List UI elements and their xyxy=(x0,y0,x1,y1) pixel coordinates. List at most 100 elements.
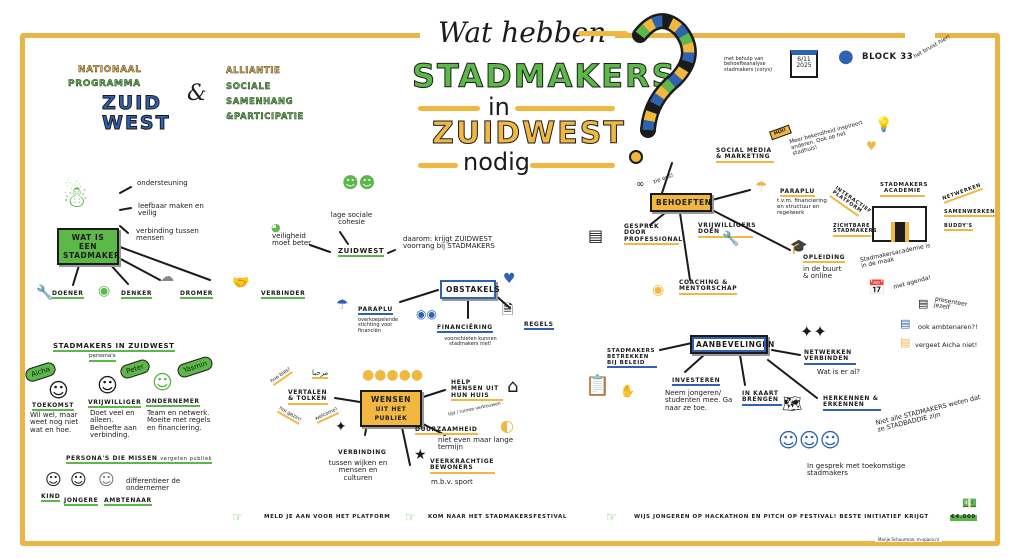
missing-title-text: PERSONA'S DIE MISSEN xyxy=(66,455,158,462)
missing-title: PERSONA'S DIE MISSEN vergeten publiek xyxy=(66,455,213,465)
statue-icon: ★ xyxy=(414,447,427,463)
wens-help-mensen: HELP MENSEN UIT HUN HUIS xyxy=(451,379,503,401)
type-dromer: DROMER xyxy=(180,290,213,300)
al-line1: ALLIANTIE xyxy=(226,66,281,76)
persona-ambtenaar-icon: ☺ xyxy=(98,470,115,489)
wens-veerkrachtige-text: m.b.v. sport xyxy=(431,478,473,486)
brain-icon: ◉ xyxy=(98,283,111,299)
greeting-2: مرحبا xyxy=(312,369,329,380)
wrench-icon: 🔧 xyxy=(36,285,54,301)
academie-right-3: BUDDY'S xyxy=(944,223,973,232)
missing-kind: KIND xyxy=(41,493,61,503)
network-icon: ✦✦ xyxy=(800,322,827,341)
behoefte-opleiding-text: in de buurt & online xyxy=(803,265,842,281)
al-line4: &PARTICIPATIE xyxy=(226,112,304,122)
handshake-icon: 🤝 xyxy=(232,275,250,291)
title-bar xyxy=(530,163,615,168)
umbrella-icon: ☂ xyxy=(755,179,768,195)
cta-2: KOM NAAR HET STADMAKERSFESTIVAL xyxy=(428,514,567,520)
obstakels-box: OBSTAKELS xyxy=(440,280,500,299)
aanbeveling-netwerken-text: Wat is er al? xyxy=(817,368,860,376)
persona-aicha-icon: ☺ xyxy=(48,378,69,402)
helmet-icon: ◕ xyxy=(271,221,281,234)
network-icon: ✦ xyxy=(335,419,347,435)
pointing-hand-icon: ☞ xyxy=(606,510,617,524)
al-line3: SAMENHANG xyxy=(226,97,294,107)
zuidwest-label: ZUIDWEST xyxy=(338,247,385,258)
location-pin-icon: ● xyxy=(838,46,854,67)
persona-role-toekomst: TOEKOMST xyxy=(32,402,74,412)
id-card-icon: ▤ xyxy=(900,317,911,330)
behoefte-opleiding: OPLEIDING xyxy=(803,254,846,264)
type-doener: DOENER xyxy=(52,290,84,300)
obstakel-financiering: FINANCIËRING xyxy=(437,324,493,334)
calendar-icon: 📅 xyxy=(868,280,886,296)
confused-person-icon: ☃ xyxy=(62,180,89,215)
academie-p2: ook ambtenaren?! xyxy=(918,323,978,331)
glasses-icon: ∞ xyxy=(636,179,645,190)
house-icon: ⌂ xyxy=(507,376,519,397)
differentieer: differentieer de ondernemer xyxy=(126,477,181,493)
academy-door-icon xyxy=(891,222,909,242)
veiligheid: veiligheid moet beter xyxy=(272,232,312,248)
clipboard-icon: 📋 xyxy=(585,373,610,397)
persona-jongere-icon: ☺ xyxy=(70,470,87,489)
obstakel-paraplu: PARAPLU xyxy=(358,306,393,316)
title-line2: STADMAKERS xyxy=(412,57,677,95)
document-icon: 🗎 xyxy=(502,302,514,318)
stadmaker-item-2: leefbaar maken en veilig xyxy=(138,202,204,218)
title-bar xyxy=(515,106,615,111)
heart-icon: ♥ xyxy=(866,139,877,153)
personas-subtitle: persona's xyxy=(89,353,116,362)
np-line1: NATIONAAL xyxy=(78,65,142,75)
people-icon: ☻☻ xyxy=(342,173,376,192)
academie-left-2: ZICHTBARE STADMAKERS xyxy=(833,223,877,237)
pointing-hand-icon: ☞ xyxy=(232,510,243,524)
calendar-icon: 6/11 2025 xyxy=(790,50,818,78)
persona-text-yasmin: Team en netwerk. Moeite met regels en fi… xyxy=(147,409,211,432)
academie-p3: vergeet Aicha niet! xyxy=(915,341,978,349)
aanbeveling-herkennen: HERKENNEN & ERKENNEN xyxy=(823,395,881,411)
missing-sub: vergeten publiek xyxy=(160,456,213,462)
daarom: daarom: krijgt ZUIDWEST voorrang bij STA… xyxy=(403,235,495,251)
behoefte-paraplu: PARAPLU xyxy=(780,188,815,198)
hands-icon: ✋ xyxy=(620,384,635,398)
aanbevelingen-box: AANBEVELINGEN xyxy=(690,335,774,354)
pointing-hand-icon: ☞ xyxy=(405,510,416,524)
academy-building-icon xyxy=(872,206,927,242)
aanbeveling-betrekken: STADMAKERS BETREKKEN BIJ BELEID xyxy=(607,348,657,369)
sunset-icon: ◐ xyxy=(500,416,514,435)
persona-text-aicha: Wil wel, maar weet nog niet wat en hoe. xyxy=(30,411,79,434)
behoeften-box: BEHOEFTEN xyxy=(650,193,712,212)
title-bar xyxy=(418,106,480,111)
wensen-box-sub: uit het PUBLIEK xyxy=(374,406,408,423)
np-line2: PROGRAMMA xyxy=(68,79,141,89)
academie-right-2: SAMENWERKEN xyxy=(944,209,995,218)
frame-gap-right xyxy=(905,20,935,50)
wrench-icon: 🔧 xyxy=(722,231,740,247)
cohesie: lage sociale cohesie xyxy=(330,211,373,227)
credit: Marije Schuurman, m-space.nl xyxy=(875,537,942,543)
stadmaker-item-1: ondersteuning xyxy=(137,179,188,187)
wens-verbinding-text: tussen wijken en mensen en culturen xyxy=(328,459,388,482)
obstakel-regels: REGELS xyxy=(524,321,554,331)
wensen-box: WENSENuit het PUBLIEK xyxy=(360,390,422,428)
behoefte-vrijwilligers: VRIJWILLIGERS DOEN xyxy=(698,222,756,238)
behoefte-gesprek: GESPREK DOOR PROFESSIONAL xyxy=(624,223,682,245)
ampersand: & xyxy=(187,81,207,106)
aanbeveling-in-kaart: IN KAART BRENGEN xyxy=(742,390,782,406)
np-west: WEST xyxy=(102,112,171,134)
aanbeveling-investeren: INVESTEREN xyxy=(672,377,721,387)
wens-duurzaamheid: DUURZAAMHEID xyxy=(415,426,478,436)
cta-3: WIJS JONGEREN OP HACKATHON EN PITCH OP F… xyxy=(634,514,929,520)
hoi-label: HOI! xyxy=(773,127,788,138)
missing-ambtenaar: AMBTENAAR xyxy=(104,497,152,507)
aanbeveling-netwerken: NETWERKEN VERBINDEN xyxy=(804,349,856,365)
people-group-icon: ☺☺☺ xyxy=(778,428,841,452)
aanbeveling-investeren-text: Neem jongeren/ studenten mee. Ga naar ze… xyxy=(665,389,733,412)
papers-icon: ▤ xyxy=(588,226,604,245)
cta-1: MELD JE AAN VOOR HET PLATFORM xyxy=(264,514,391,520)
persona-peter-icon: ☺ xyxy=(97,373,118,397)
persona-text-peter: Doet veel en alleen. Behoefte aan verbin… xyxy=(90,409,137,440)
